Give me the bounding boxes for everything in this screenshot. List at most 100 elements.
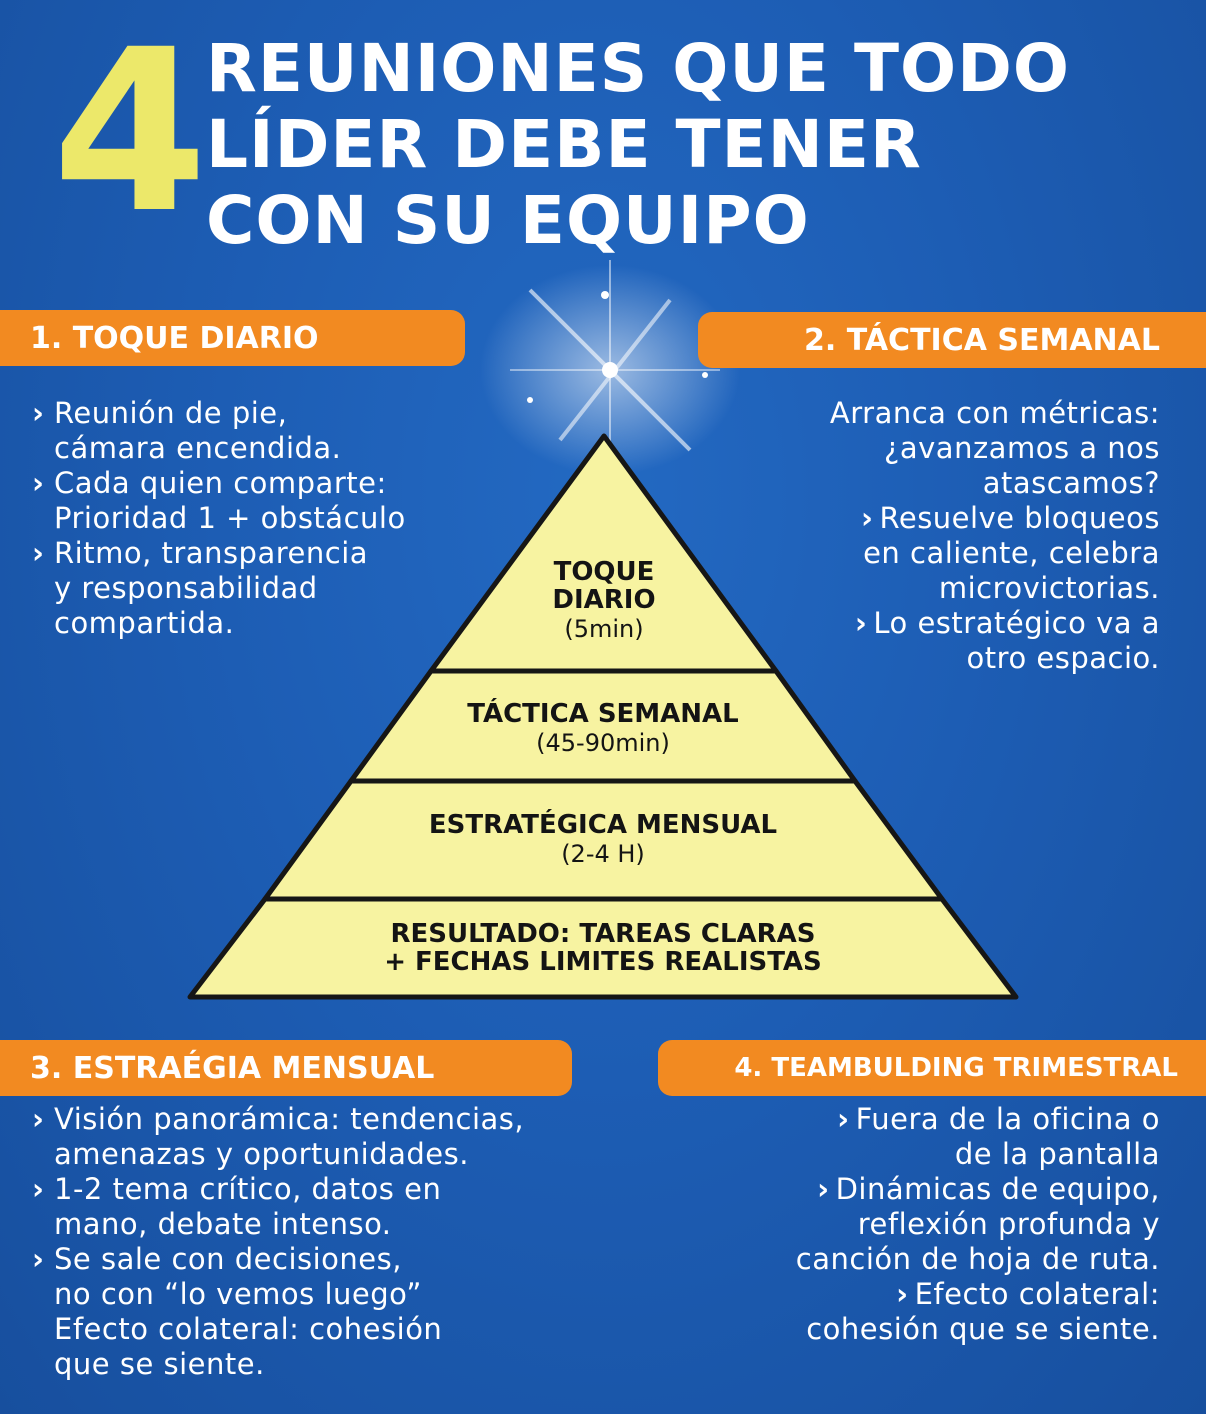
section-1-line-text: compartida. (54, 606, 235, 640)
bullet-chevron-icon: › (861, 501, 874, 535)
tier-1-title: TOQUE (553, 557, 655, 587)
section-2-line: en caliente, celebra (830, 536, 1160, 571)
section-1-line-text: Ritmo, transparencia (54, 536, 369, 570)
section-3-line-text: 1-2 tema crítico, datos en (54, 1172, 442, 1206)
tier-4-title-2: + FECHAS LIMITES REALISTAS (384, 947, 822, 977)
section-3-line-text: Visión panorámica: tendencias, (54, 1102, 525, 1136)
section-1-text: › Reunión de pie,cámara encendida. › Cada q… (32, 396, 406, 641)
section-2-line: ›Resuelve bloqueos (830, 501, 1160, 536)
section-3-line: no con “lo vemos luego” (32, 1277, 524, 1312)
section-1-line: y responsabilidad (32, 571, 406, 606)
pyramid-label-1: TOQUE DIARIO (5min) (504, 558, 704, 644)
section-4-line: cohesión que se siente. (796, 1312, 1160, 1347)
section-3-line: mano, debate intenso. (32, 1207, 524, 1242)
section-2-line-text: Resuelve bloqueos (879, 501, 1160, 535)
section-4-line-text: Fuera de la oficina o (855, 1102, 1160, 1136)
section-4-line-text: Dinámicas de equipo, (835, 1172, 1160, 1206)
section-2-line: Arranca con métricas: (830, 396, 1160, 431)
section-4-line: ›Fuera de la oficina o (796, 1102, 1160, 1137)
section-3-line-text: Efecto colateral: cohesión (54, 1312, 443, 1346)
section-4-line: ›Efecto colateral: (796, 1277, 1160, 1312)
section-3-text: › Visión panorámica: tendencias,amenazas … (32, 1102, 524, 1382)
tier-1-duration: (5min) (564, 615, 644, 643)
section-2-line: ›Lo estratégico va a (830, 606, 1160, 641)
section-3-line-text: Se sale con decisiones, (54, 1242, 402, 1276)
bullet-chevron-icon: › (32, 1242, 45, 1276)
bullet-chevron-icon: › (837, 1102, 850, 1136)
bullet-chevron-icon: › (817, 1172, 830, 1206)
section-1-line-text: Reunión de pie, (54, 396, 288, 430)
section-1-line-text: cámara encendida. (54, 431, 342, 465)
section-3-line: que se siente. (32, 1347, 524, 1382)
section-1-line: cámara encendida. (32, 431, 406, 466)
tier-3-title: ESTRATÉGICA MENSUAL (428, 810, 778, 840)
pyramid-tier-4 (187, 896, 1019, 1000)
section-4-heading: 4. TEAMBULDING TRIMESTRAL (658, 1040, 1206, 1096)
section-4-line-text: reflexión profunda y (857, 1207, 1160, 1241)
tier-4-title: RESULTADO: TAREAS CLARAS (390, 919, 816, 949)
section-2-line: otro espacio. (830, 641, 1160, 676)
section-2-line-text: en caliente, celebra (863, 536, 1160, 570)
pyramid-label-4: RESULTADO: TAREAS CLARAS + FECHAS LIMITE… (303, 920, 903, 976)
bullet-chevron-icon: › (32, 466, 45, 500)
section-3-line: › 1-2 tema crítico, datos en (32, 1172, 524, 1207)
section-1-line: compartida. (32, 606, 406, 641)
section-1-line: › Cada quien comparte: (32, 466, 406, 501)
section-3-heading: 3. ESTRAÉGIA MENSUAL (0, 1040, 572, 1096)
section-4-line: ›Dinámicas de equipo, (796, 1172, 1160, 1207)
section-4-line: reflexión profunda y (796, 1207, 1160, 1242)
section-1-heading: 1. TOQUE DIARIO (0, 310, 465, 366)
section-2-heading: 2. TÁCTICA SEMANAL (698, 312, 1206, 368)
section-4-line-text: Efecto colateral: (914, 1277, 1160, 1311)
section-4-line: de la pantalla (796, 1137, 1160, 1172)
title-line-2: LÍDER DEBE TENER (206, 106, 922, 183)
section-2-line-text: microvictorias. (938, 571, 1160, 605)
section-3-line-text: amenazas y oportunidades. (54, 1137, 469, 1171)
section-3-line: › Se sale con decisiones, (32, 1242, 524, 1277)
section-2-line-text: Lo estratégico va a (873, 606, 1160, 640)
bullet-chevron-icon: › (896, 1277, 909, 1311)
section-2-line-text: ¿avanzamos a nos (883, 431, 1160, 465)
section-1-line-text: Cada quien comparte: (54, 466, 387, 500)
tier-2-title: TÁCTICA SEMANAL (467, 699, 739, 729)
sparkle-decoration (480, 260, 740, 475)
bullet-chevron-icon: › (32, 1102, 45, 1136)
section-2-line: ¿avanzamos a nos (830, 431, 1160, 466)
section-1-line: Prioridad 1 + obstáculo (32, 501, 406, 536)
section-1-line-text: y responsabilidad (54, 571, 318, 605)
section-1-line: › Ritmo, transparencia (32, 536, 406, 571)
section-4-line-text: de la pantalla (954, 1137, 1160, 1171)
bullet-chevron-icon: › (32, 1172, 45, 1206)
section-3-line: amenazas y oportunidades. (32, 1137, 524, 1172)
section-2-line: microvictorias. (830, 571, 1160, 606)
title-number: 4 (52, 1, 208, 262)
title-line-1: REUNIONES QUE TODO (206, 30, 1071, 107)
title-line-3: CON SU EQUIPO (206, 182, 810, 259)
pyramid-label-3: ESTRATÉGICA MENSUAL (2-4 H) (353, 811, 853, 869)
section-4-line-text: canción de hoja de ruta. (795, 1242, 1160, 1276)
tier-3-duration: (2-4 H) (561, 840, 645, 868)
section-1-line-text: Prioridad 1 + obstáculo (54, 501, 406, 535)
bullet-chevron-icon: › (32, 536, 45, 570)
section-2-line-text: atascamos? (982, 466, 1160, 500)
section-3-line: › Visión panorámica: tendencias, (32, 1102, 524, 1137)
bullet-chevron-icon: › (32, 396, 45, 430)
section-2-line-text: Arranca con métricas: (829, 396, 1160, 430)
section-4-line-text: cohesión que se siente. (806, 1312, 1160, 1346)
section-3-line: Efecto colateral: cohesión (32, 1312, 524, 1347)
section-4-line: canción de hoja de ruta. (796, 1242, 1160, 1277)
section-3-line-text: que se siente. (54, 1347, 265, 1381)
section-3-line-text: mano, debate intenso. (54, 1207, 392, 1241)
section-2-line: atascamos? (830, 466, 1160, 501)
pyramid-label-2: TÁCTICA SEMANAL (45-90min) (403, 700, 803, 758)
section-3-line-text: no con “lo vemos luego” (54, 1277, 422, 1311)
tier-1-title-2: DIARIO (552, 585, 656, 615)
section-1-line: › Reunión de pie, (32, 396, 406, 431)
section-2-line-text: otro espacio. (966, 641, 1160, 675)
bullet-chevron-icon: › (854, 606, 868, 640)
tier-2-duration: (45-90min) (536, 729, 670, 757)
